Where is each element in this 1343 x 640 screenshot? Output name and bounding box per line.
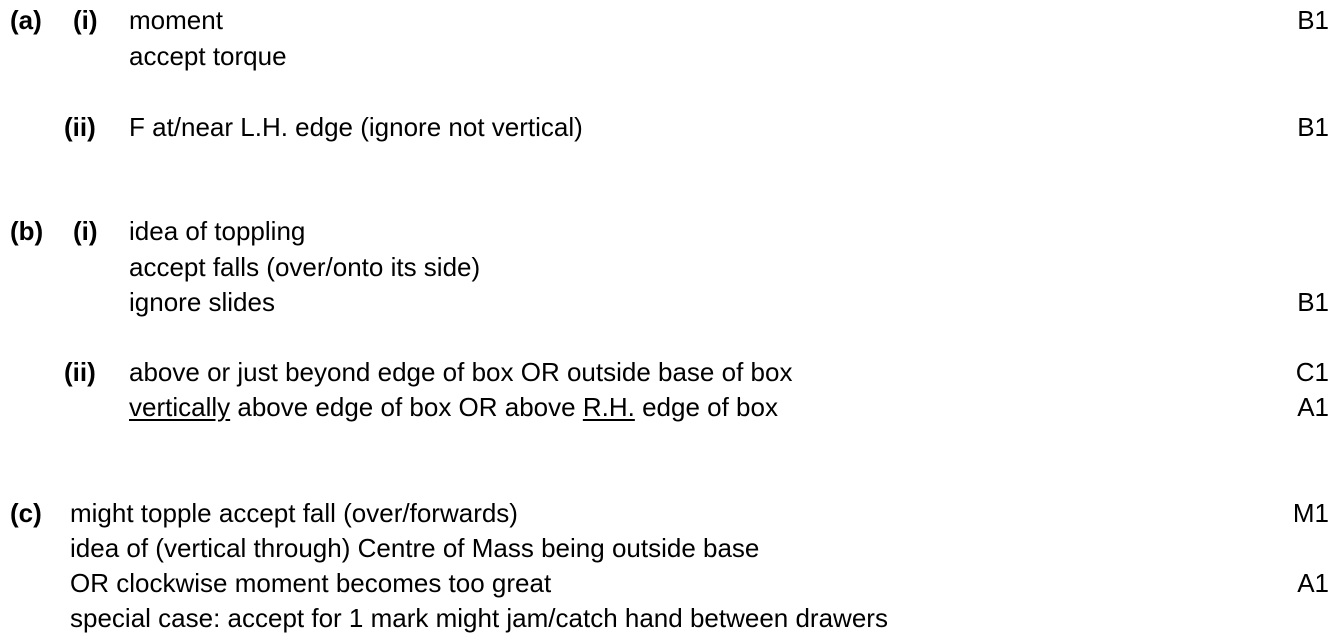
underlined-text: vertically <box>129 392 231 422</box>
answer-line: vertically above edge of box OR above R.… <box>129 392 778 422</box>
mark: B1 <box>1297 112 1329 142</box>
text: above edge of box OR above <box>230 392 583 422</box>
answer-line: OR clockwise moment becomes too great <box>70 568 552 598</box>
part-b-label: (b) <box>10 216 44 246</box>
mark: B1 <box>1297 5 1329 35</box>
part-b-ii-label: (ii) <box>64 357 96 387</box>
mark: A1 <box>1297 568 1329 598</box>
answer-line: moment <box>129 5 223 35</box>
mark: C1 <box>1295 357 1329 387</box>
answer-line: accept torque <box>129 41 287 71</box>
answer-line: ignore slides <box>129 287 275 317</box>
answer-line: above or just beyond edge of box OR outs… <box>129 357 793 387</box>
part-b-i-label: (i) <box>73 216 98 246</box>
part-a-i-label: (i) <box>73 5 98 35</box>
answer-line: special case: accept for 1 mark might ja… <box>70 603 888 633</box>
mark: B1 <box>1297 287 1329 317</box>
answer-line: idea of toppling <box>129 216 306 246</box>
mark: A1 <box>1297 392 1329 422</box>
underlined-text: R.H. <box>582 392 635 422</box>
part-c-label: (c) <box>10 498 42 528</box>
answer-line: idea of (vertical through) Centre of Mas… <box>70 533 760 563</box>
answer-line: accept falls (over/onto its side) <box>129 252 481 282</box>
text: edge of box <box>634 392 778 422</box>
answer-line: might topple accept fall (over/forwards) <box>70 498 518 528</box>
part-a-ii-label: (ii) <box>64 112 96 142</box>
mark: M1 <box>1292 498 1329 528</box>
answer-line: F at/near L.H. edge (ignore not vertical… <box>129 112 583 142</box>
part-a-label: (a) <box>10 5 42 35</box>
